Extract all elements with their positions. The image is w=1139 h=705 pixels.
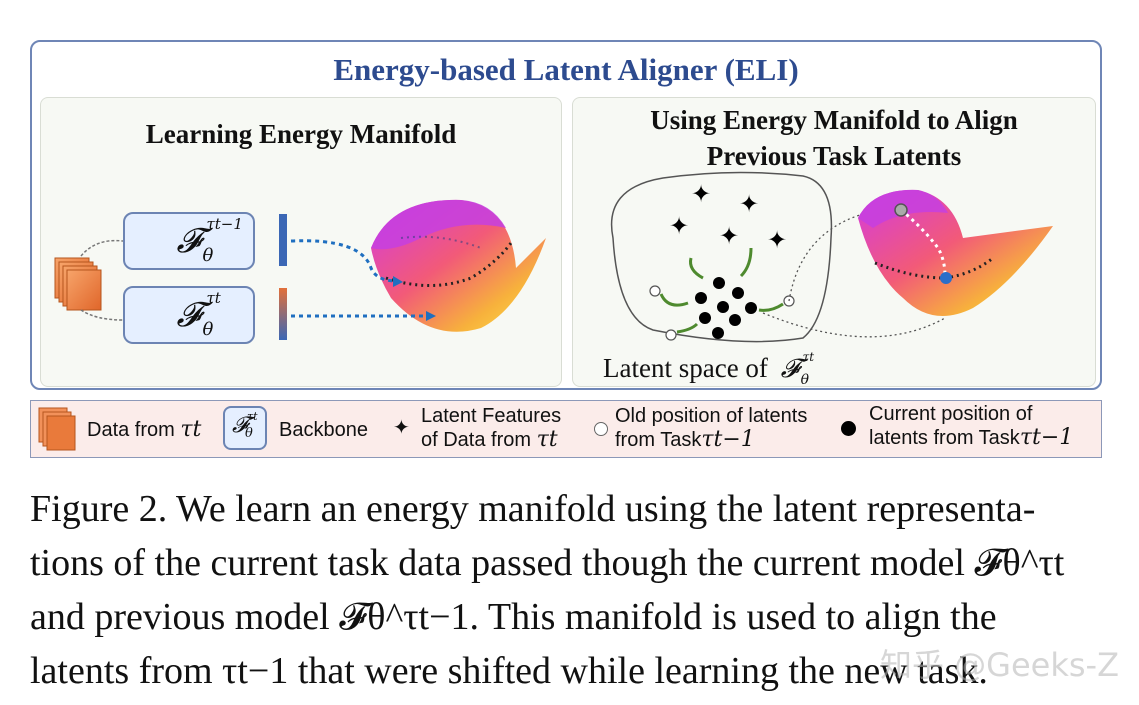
watermark: 知乎 @Geeks-Z	[880, 646, 1120, 684]
legend-latent-features: Latent Features of Data from τt	[421, 405, 562, 452]
current-latent-dot	[729, 314, 741, 326]
legend-data: Data from τt	[87, 417, 202, 442]
latent-feature-star: ✦	[669, 212, 689, 240]
caption-line-2: tions of the current task data passed th…	[30, 542, 1065, 584]
latent-feature-star: ✦	[739, 190, 759, 218]
caption-line-1: Figure 2. We learn an energy manifold us…	[30, 488, 1036, 530]
legend-backbone-icon: 𝓕 τt θ	[223, 406, 267, 450]
current-latent-dot	[699, 312, 711, 324]
latent-space-label: Latent space of 𝓕 τt θ	[603, 350, 815, 388]
right-panel: Using Energy Manifold to Align Previous …	[572, 97, 1096, 388]
previous-model-symbol: 𝓕 τt−1 θ	[176, 215, 243, 266]
left-panel: Learning Energy Manifold	[40, 97, 562, 387]
latent-space-region	[610, 171, 833, 343]
latent-feature-star: ✦	[691, 180, 711, 208]
figure-title: Energy-based Latent Aligner (ELI)	[333, 52, 799, 87]
current-latent-dot	[732, 287, 744, 299]
old-latent-circle	[665, 329, 677, 341]
figure-caption: Figure 2. We learn an energy manifold us…	[30, 482, 1105, 698]
current-latent-dot	[713, 277, 725, 289]
legend-old-position: Old position of latents from Taskτt−1	[615, 405, 808, 452]
latent-feature-star: ✦	[719, 222, 739, 250]
legend-old-position-icon	[594, 422, 608, 436]
current-latent-dot	[745, 302, 757, 314]
legend-current-position-icon	[841, 421, 856, 436]
legend-current-position: Current position of latents from Taskτt−…	[869, 403, 1074, 450]
current-latent-dot	[717, 301, 729, 313]
previous-model-box: 𝓕 τt−1 θ	[123, 212, 255, 270]
caption-line-3: and previous model 𝓕θ^τt−1. This manifol…	[30, 596, 997, 638]
left-panel-diagram	[54, 199, 546, 332]
figure-frame: Energy-based Latent Aligner (ELI) Learni…	[30, 40, 1102, 390]
data-stack-icon	[54, 257, 102, 311]
current-latent-dot	[712, 327, 724, 339]
right-panel-title: Using Energy Manifold to Align Previous …	[650, 105, 1018, 171]
caption-line-4: latents from τt−1 that were shifted whil…	[30, 650, 988, 692]
legend: Data from τt 𝓕 τt θ Backbone ✦ Latent Fe…	[30, 400, 1102, 458]
latent-feature-star: ✦	[767, 226, 787, 254]
previous-feature-bar	[279, 214, 287, 266]
left-panel-title: Learning Energy Manifold	[145, 119, 457, 149]
current-feature-bar	[279, 288, 287, 340]
energy-manifold-right	[858, 189, 1053, 316]
energy-manifold-left	[371, 199, 546, 332]
current-model-symbol: 𝓕 τt θ	[176, 289, 221, 340]
legend-data-stack-icon	[38, 407, 76, 451]
current-latent-dot	[695, 292, 707, 304]
right-panel-diagram: ✦ ✦ ✦ ✦ ✦	[610, 171, 1053, 343]
old-latent-circle	[649, 285, 661, 297]
current-model-box: 𝓕 τt θ	[123, 286, 255, 344]
legend-backbone: Backbone	[279, 419, 368, 441]
legend-star-icon: ✦	[393, 415, 410, 439]
